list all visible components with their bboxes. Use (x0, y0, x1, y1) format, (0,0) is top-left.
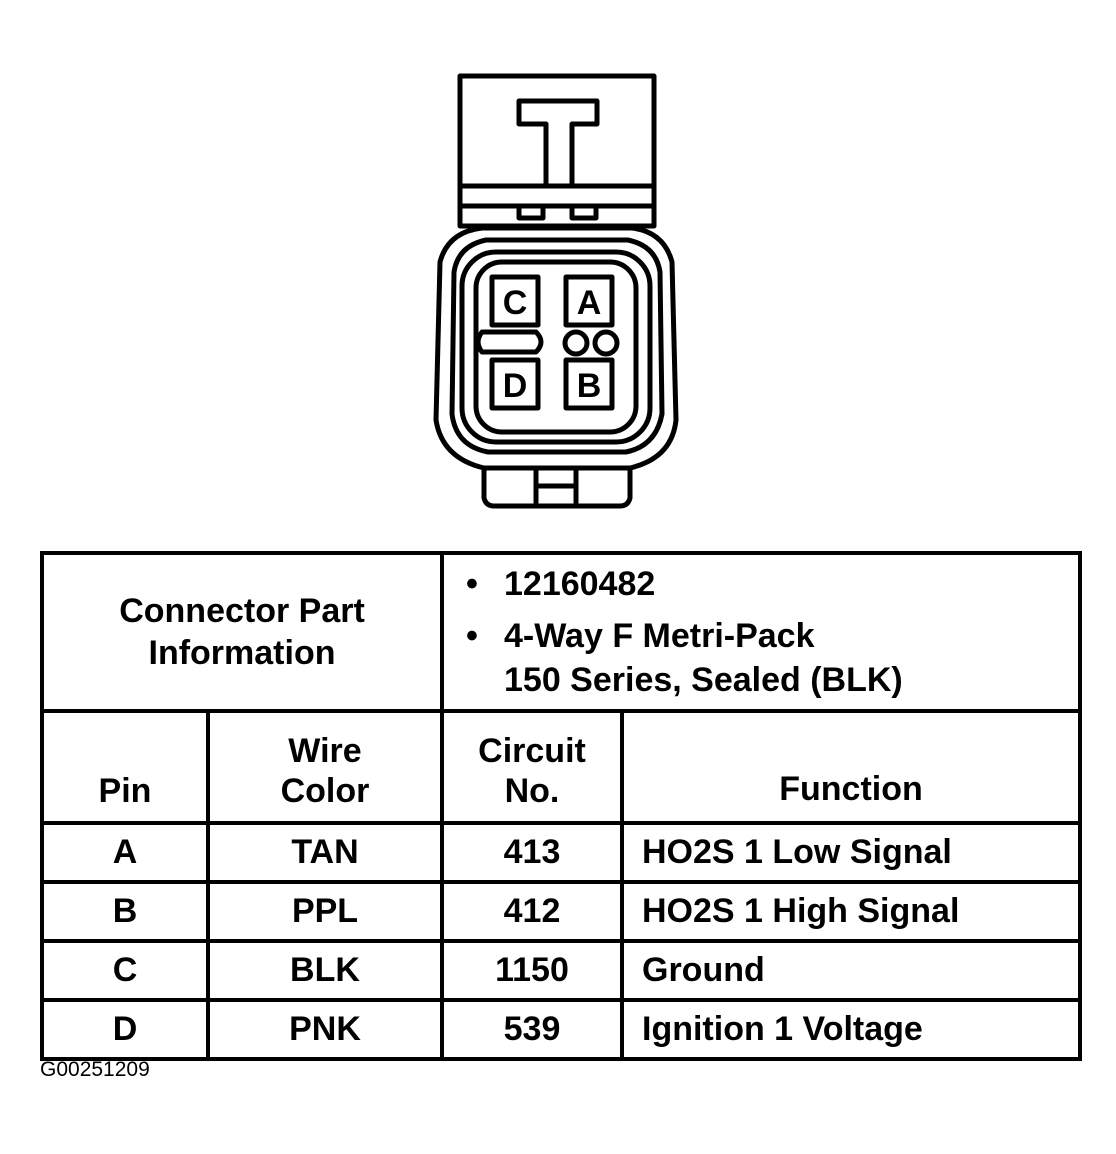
figure-id: G00251209 (40, 1058, 150, 1081)
header-circuit-line1: Circuit (478, 732, 586, 770)
connector-type-line1: 4-Way F Metri-Pack (504, 617, 815, 655)
header-function: Function (620, 709, 1082, 825)
table-row: C BLK 1150 Ground (40, 939, 1082, 1002)
cell-wire-color: PPL (206, 880, 444, 943)
cell-pin: A (40, 821, 210, 884)
cell-function: HO2S 1 Low Signal (620, 821, 1082, 884)
cell-wire-color: BLK (206, 939, 444, 1002)
bullet: • (466, 617, 478, 655)
table-row: D PNK 539 Ignition 1 Voltage (40, 998, 1082, 1061)
part-info-values: • 12160482 • 4-Way F Metri-Pack 150 Seri… (440, 551, 1082, 713)
table-header-row: Pin Wire Color Circuit No. Function (40, 709, 1082, 825)
part-info-label-line2: Information (148, 634, 336, 672)
connector-info-table: Connector Part Information • 12160482 • … (40, 551, 1082, 1061)
cell-wire-color: PNK (206, 998, 444, 1061)
pin-cavity-b (563, 357, 615, 411)
header-circuit-no: Circuit No. (440, 709, 624, 825)
pin-label-a: A (577, 284, 602, 322)
bottom-latch (481, 465, 633, 509)
pin-label-c: C (503, 284, 528, 322)
cell-circuit: 1150 (440, 939, 624, 1002)
cell-circuit: 412 (440, 880, 624, 943)
part-info-label: Connector Part Information (40, 551, 444, 713)
connector-body (433, 225, 679, 471)
cell-function: Ignition 1 Voltage (620, 998, 1082, 1061)
connector-type-line2: 150 Series, Sealed (BLK) (504, 661, 903, 699)
cell-wire-color: TAN (206, 821, 444, 884)
pin-cavity-c (489, 274, 541, 328)
header-wire-color: Wire Color (206, 709, 444, 825)
connector-face-diagram: C A D B (433, 73, 679, 509)
header-wire-color-line2: Color (280, 772, 370, 810)
pin-label-b: B (577, 367, 602, 405)
cell-pin: D (40, 998, 210, 1061)
connector-type-item: • 4-Way F Metri-Pack 150 Series, Sealed … (466, 614, 1078, 702)
pin-cavity-a (563, 274, 615, 328)
pin-label-d: D (503, 367, 528, 405)
seal-dot-left (562, 329, 590, 357)
pin-cavity-d (489, 357, 541, 411)
cell-pin: C (40, 939, 210, 1002)
part-number: 12160482 (504, 565, 656, 603)
part-number-item: • 12160482 (466, 562, 1078, 606)
seal-dot-right (592, 329, 620, 357)
table-row: A TAN 413 HO2S 1 Low Signal (40, 821, 1082, 884)
table-row: B PPL 412 HO2S 1 High Signal (40, 880, 1082, 943)
part-info-label-line1: Connector Part (119, 592, 365, 630)
part-info-row: Connector Part Information • 12160482 • … (40, 551, 1082, 713)
cell-circuit: 413 (440, 821, 624, 884)
cell-function: HO2S 1 High Signal (620, 880, 1082, 943)
header-wire-color-line1: Wire (288, 732, 362, 770)
cell-function: Ground (620, 939, 1082, 1002)
divider-bar (475, 329, 544, 355)
locking-tab (457, 73, 657, 229)
cell-circuit: 539 (440, 998, 624, 1061)
bullet: • (466, 565, 478, 603)
cell-pin: B (40, 880, 210, 943)
header-pin: Pin (40, 709, 210, 825)
header-circuit-line2: No. (504, 772, 560, 810)
